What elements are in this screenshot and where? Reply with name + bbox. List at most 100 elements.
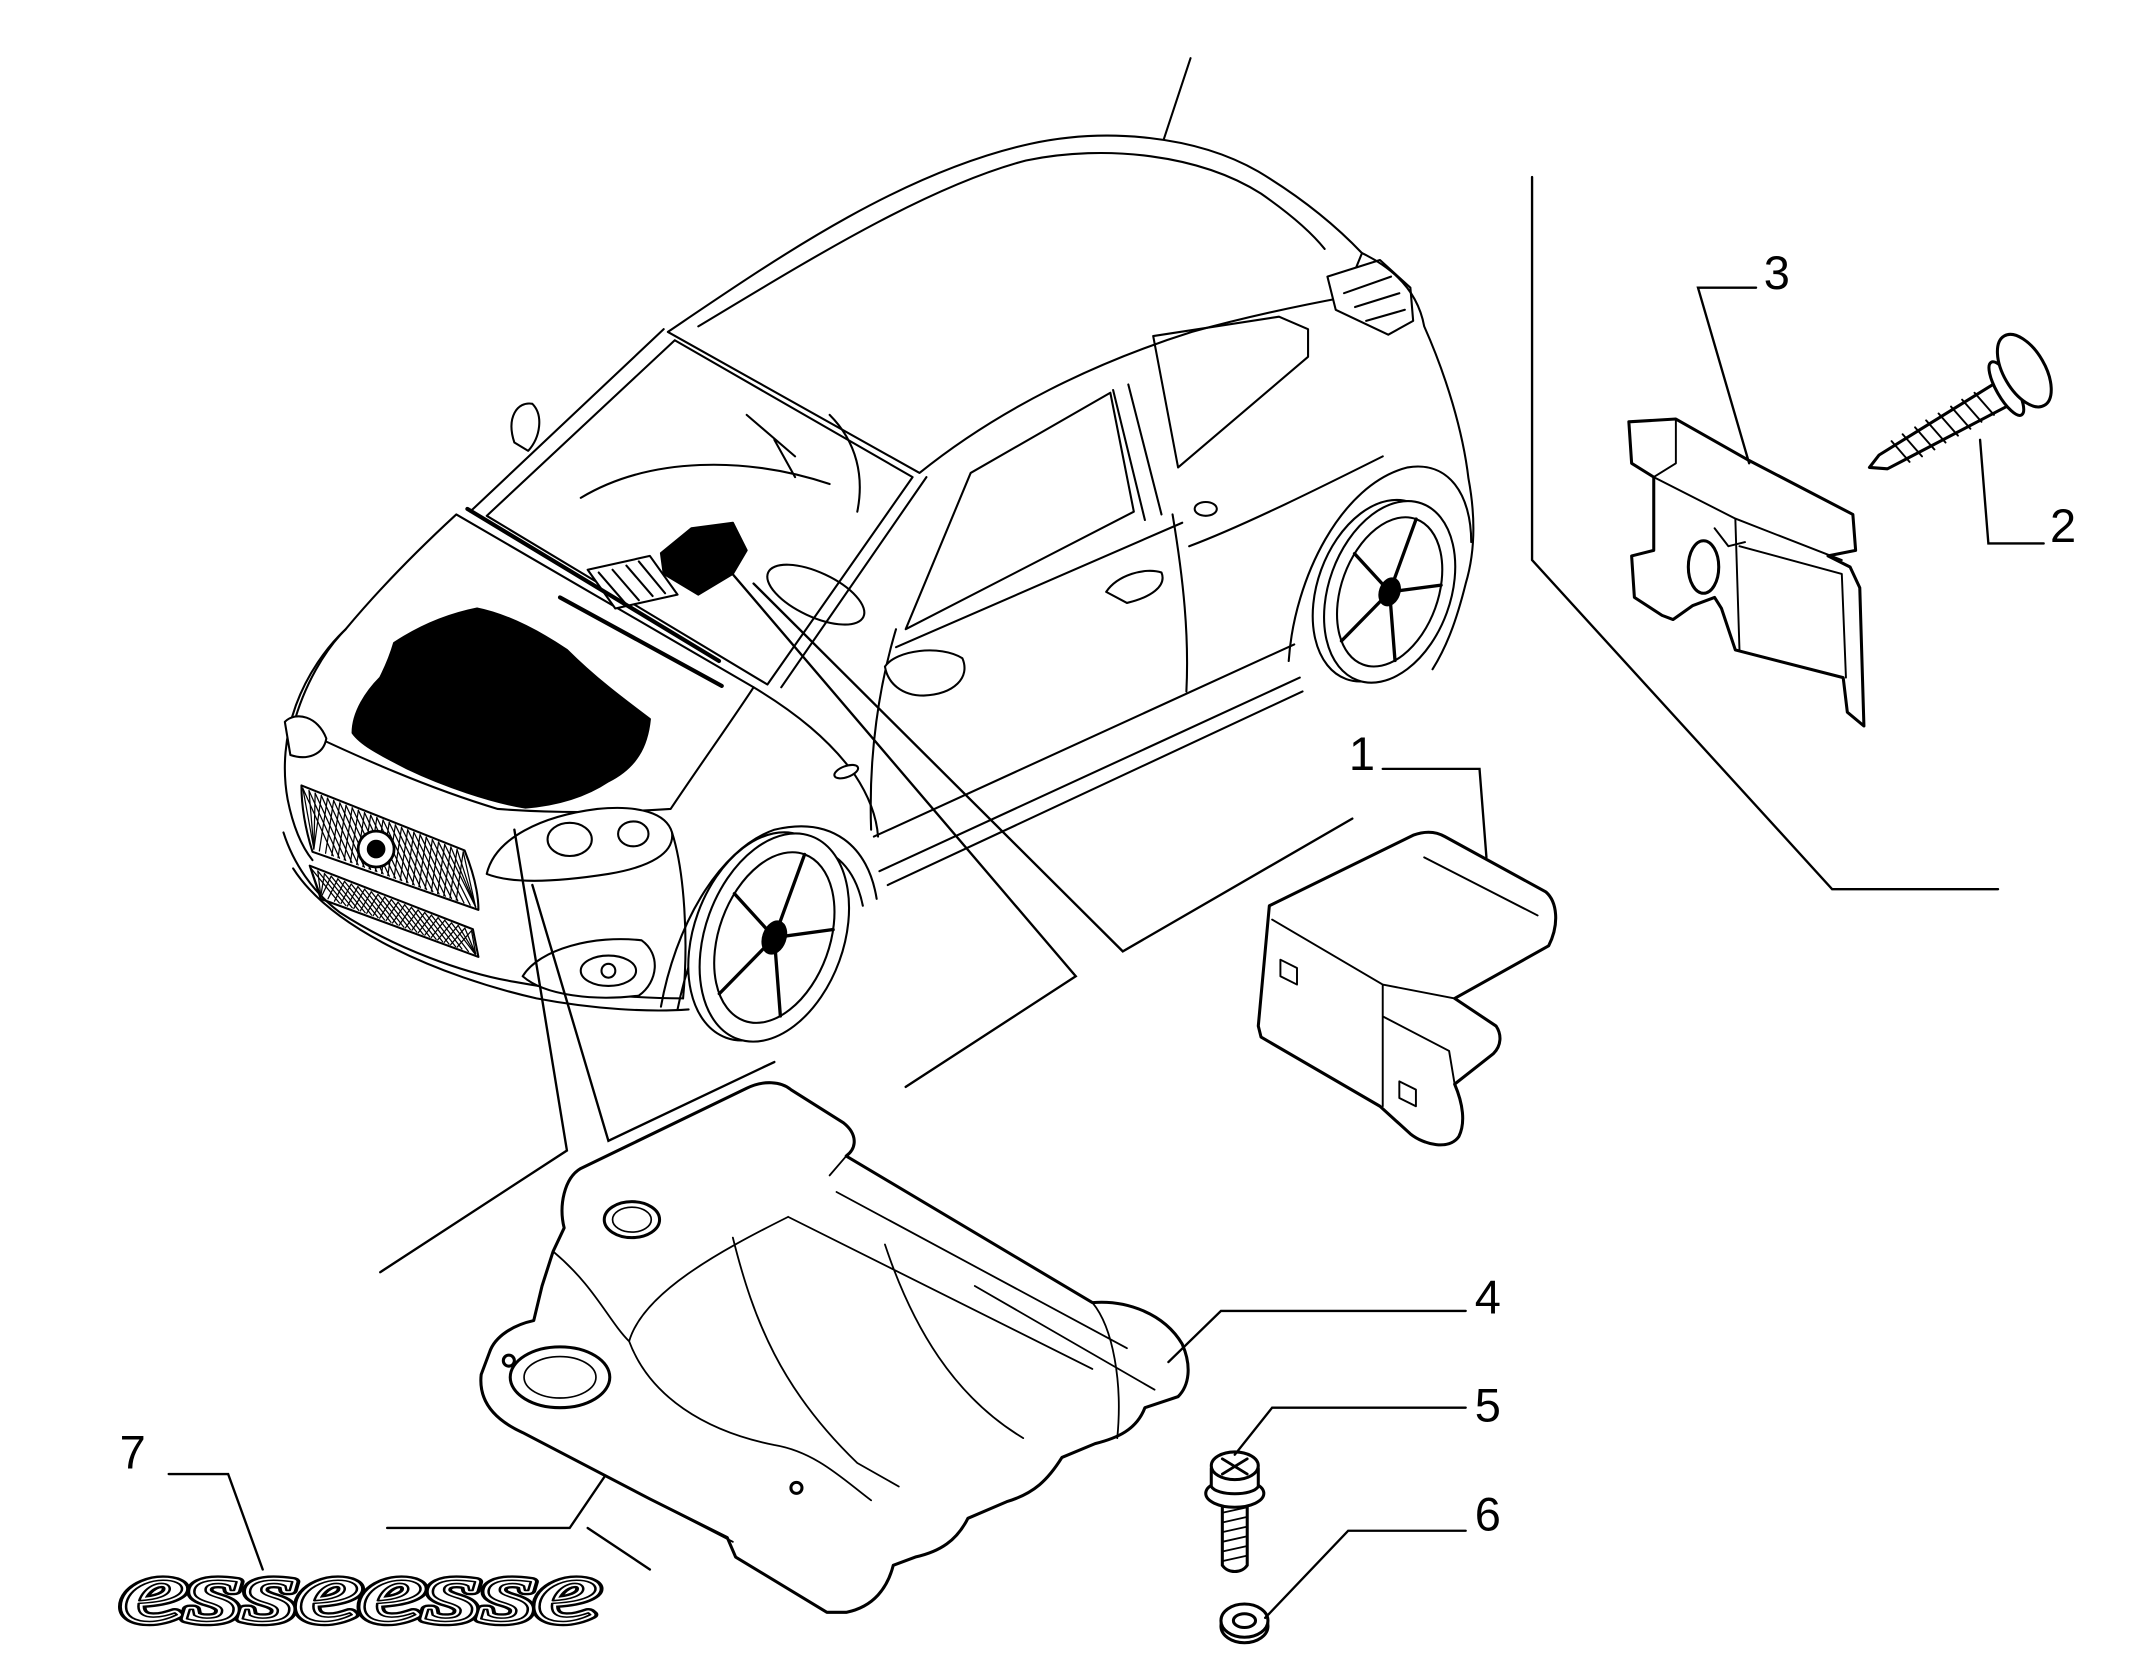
steering-wheel (766, 563, 866, 626)
roof-panel-line (697, 151, 1326, 328)
part-5-bolt (1204, 1450, 1266, 1574)
callout-5-leader (1233, 1406, 1467, 1456)
front-wheel-arch (659, 825, 878, 1008)
grille-mesh-line (418, 836, 427, 888)
part-4-engine-cover (479, 1081, 1190, 1614)
callout-6-leader (1264, 1529, 1467, 1620)
windshield (485, 339, 914, 686)
callout-6-label: 6 (1475, 1488, 1501, 1541)
wiper-blade-right (557, 595, 724, 688)
grille-mesh-line (437, 922, 453, 941)
grille-mesh-line (327, 878, 339, 900)
grille-mesh-line (359, 891, 372, 912)
grille-mesh-line (443, 924, 459, 943)
part-1-heat-shield (1256, 830, 1558, 1147)
rear-body-line (1360, 252, 1475, 671)
grille-mesh-line (462, 851, 477, 908)
screw-shank (1867, 381, 2011, 471)
engine-cover-mount-hole (501, 1353, 516, 1368)
washer-face (1219, 1602, 1270, 1639)
grille-mesh-line (398, 906, 412, 927)
callout-7-label: 7 (120, 1426, 146, 1479)
callout-2-label: 2 (2050, 499, 2076, 552)
callouts: 1 2 3 4 5 6 7 (120, 246, 2076, 1620)
grille-mesh-line (337, 804, 347, 859)
grille-mesh-line (436, 843, 446, 895)
engine-cover-dipstick-hole-inner (523, 1355, 597, 1399)
grille-mesh-line (310, 867, 322, 897)
clip-hole (1686, 539, 1721, 595)
grille-mesh-line (318, 797, 329, 852)
rear-spoiler-slats (1342, 275, 1406, 322)
callout-1-label: 1 (1349, 727, 1375, 780)
bolt-shaft (1220, 1494, 1249, 1574)
grille-mesh-line (379, 898, 392, 919)
grille-mesh-line (405, 831, 415, 883)
cowl-vent-slats (597, 560, 667, 604)
grille-mesh-line (333, 880, 346, 902)
grille-mesh-line (313, 792, 316, 850)
engine-cover-oil-cap-hole-inner (611, 1206, 653, 1233)
grille-mesh-line (310, 867, 340, 904)
part-2-screw (1867, 332, 2053, 471)
grille-mesh-line (324, 799, 335, 854)
near-front-fender (752, 686, 880, 838)
heat-shield-slot (1279, 958, 1298, 986)
grille-mesh-line (313, 794, 322, 850)
grille-mesh-line (343, 807, 353, 861)
rear-rim-spokes (1339, 517, 1443, 663)
grille-mesh-line (353, 888, 366, 910)
side-emblem (1193, 500, 1218, 517)
left-a-pillar (469, 328, 665, 513)
callout-4-label: 4 (1475, 1271, 1501, 1324)
grille-mesh-line (320, 872, 326, 897)
interior-lines (579, 413, 861, 513)
callout-2-leader (1978, 438, 2045, 545)
rear-wheel (1311, 498, 1457, 684)
clip-outline (1627, 417, 1866, 728)
grille-mesh-line (320, 875, 332, 897)
grille-mesh-line (404, 909, 419, 929)
screw-head (1995, 332, 2053, 409)
callout-4-leader (1167, 1309, 1467, 1364)
callout-3-label: 3 (1764, 246, 1790, 299)
callout-7-leader (167, 1472, 264, 1571)
screw-threads (1890, 391, 1995, 463)
bumper-corner (670, 831, 687, 1000)
grille-mesh-line (457, 924, 477, 955)
part-3-clip (1627, 417, 1866, 728)
guide-line (531, 883, 776, 1143)
grille-mesh-line (317, 870, 322, 897)
clip-fold (1652, 418, 1847, 679)
engine-cover-dipstick-hole (508, 1345, 612, 1410)
callout-1-leader (1381, 767, 1488, 859)
front-wheel (687, 831, 851, 1043)
grille-mesh-line (391, 904, 406, 924)
grille-mesh-line (424, 917, 439, 936)
far-front-fender (283, 628, 347, 862)
part-6-washer (1219, 1602, 1270, 1645)
window-sill-line (894, 521, 1184, 649)
fog-light (579, 954, 638, 987)
grille-mesh-line (346, 885, 359, 907)
guide-line (728, 569, 1078, 1089)
callout-3-leader (1696, 286, 1758, 465)
group-bracket-line (1530, 175, 2000, 891)
rear-quarter-window (1152, 315, 1310, 469)
grille-mesh-line (456, 848, 477, 908)
badge-lettering-outline: esseesse (122, 1545, 599, 1640)
near-side-mirror (883, 649, 966, 697)
front-rim-spokes (717, 852, 835, 1018)
callout-5-label: 5 (1475, 1379, 1501, 1432)
hood-insulation-pad (351, 607, 651, 809)
headlight-lens (617, 820, 650, 848)
heat-shield-fold (1271, 856, 1539, 1108)
grille-mesh-line (430, 919, 446, 939)
lower-grille-mesh (310, 867, 477, 955)
grille-mesh-line (340, 883, 352, 905)
side-sill (872, 643, 1304, 887)
grille-mesh-line (455, 851, 464, 901)
part-7-badge: esseesse esseesse esseesse (117, 1540, 604, 1645)
badge-lettering-gap: esseesse (122, 1545, 599, 1640)
rear-spoiler (1326, 258, 1415, 336)
